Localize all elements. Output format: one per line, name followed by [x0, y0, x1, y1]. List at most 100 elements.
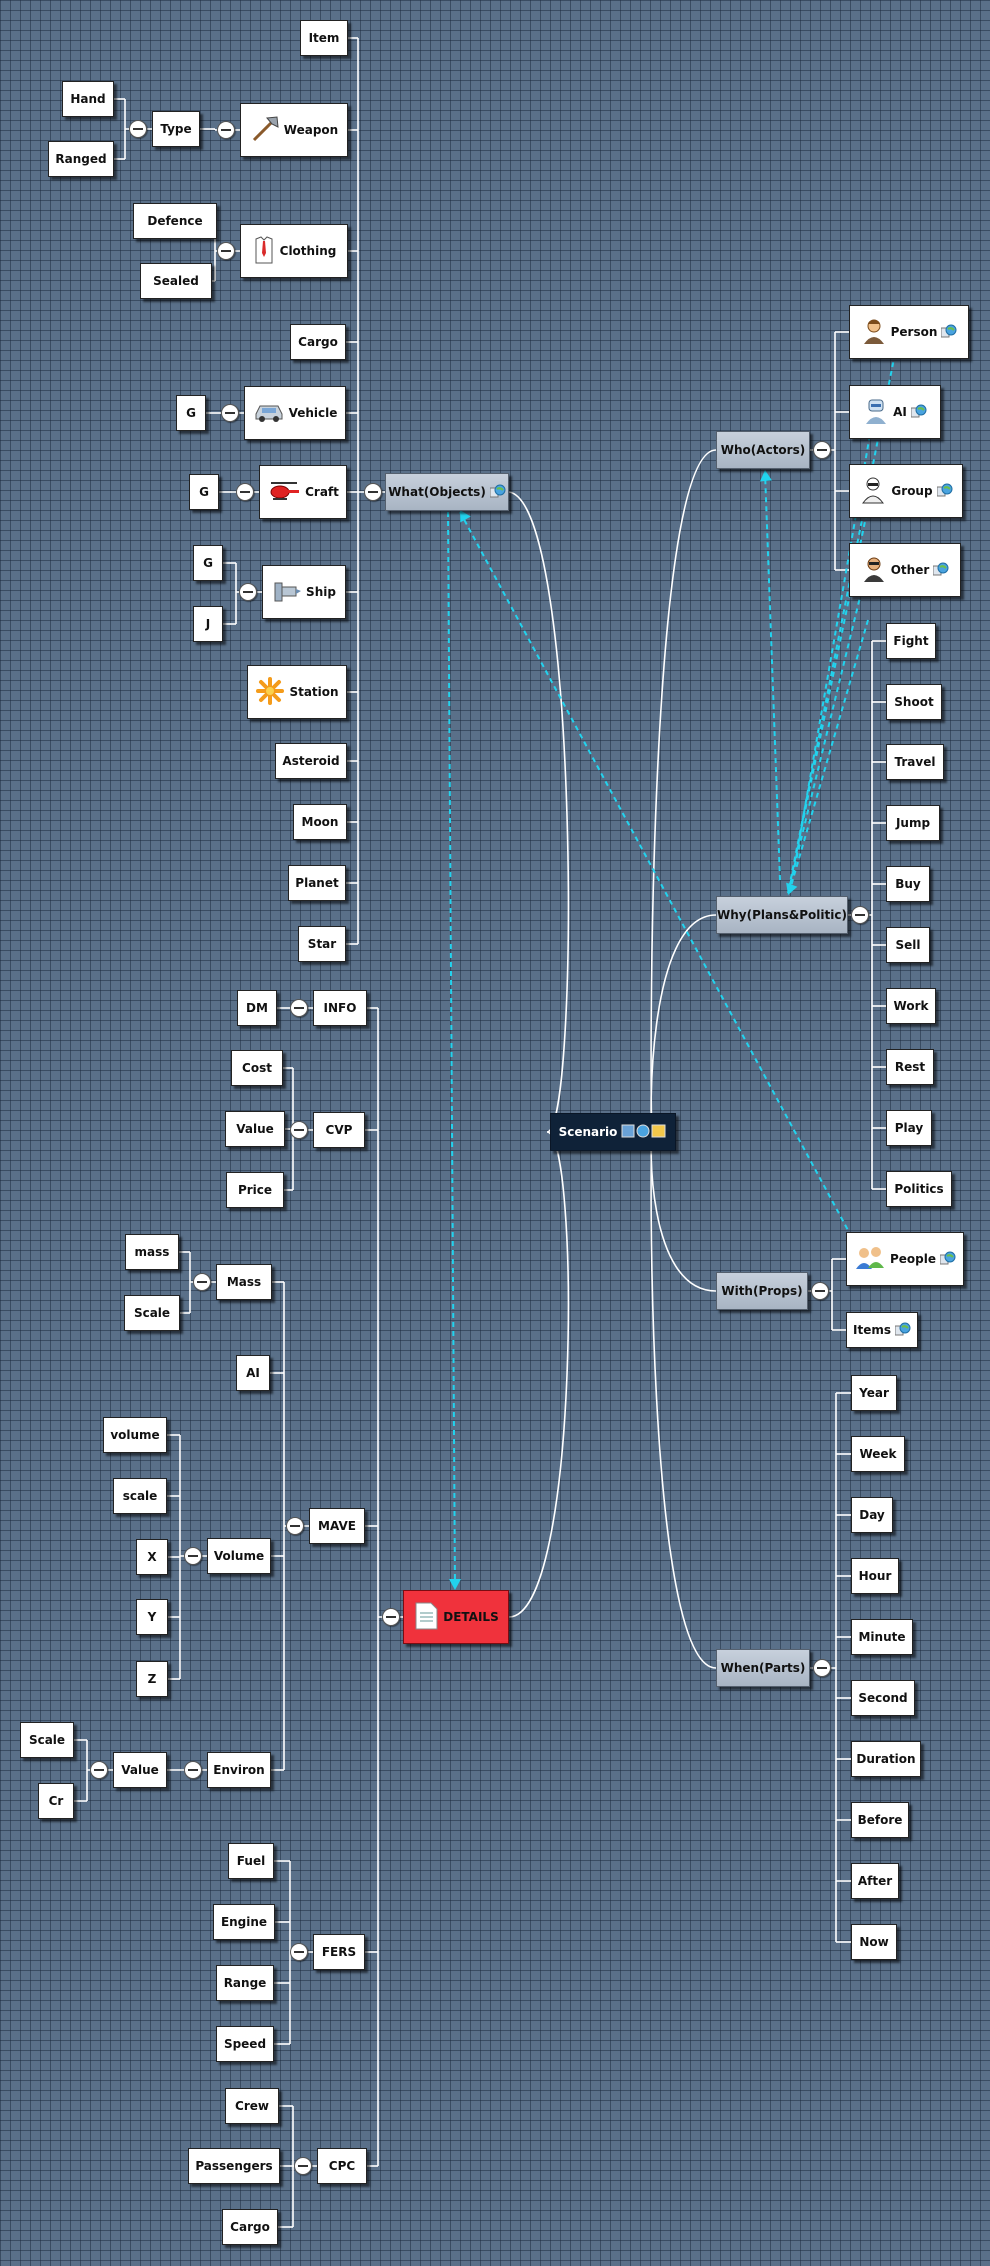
collapse-toggle[interactable]	[290, 999, 308, 1017]
node-what[interactable]: What(Objects)	[385, 473, 509, 511]
collapse-toggle[interactable]	[294, 2157, 312, 2175]
node-station[interactable]: Station	[247, 665, 347, 719]
node-week[interactable]: Week	[851, 1436, 905, 1472]
node-shoot[interactable]: Shoot	[886, 684, 942, 720]
collapse-toggle[interactable]	[129, 120, 147, 138]
node-second[interactable]: Second	[851, 1680, 915, 1716]
collapse-toggle[interactable]	[290, 1121, 308, 1139]
node-ship-g[interactable]: G	[193, 545, 223, 581]
node-vehicle[interactable]: Vehicle	[244, 386, 346, 440]
node-details[interactable]: DETAILS	[403, 1590, 509, 1644]
node-item[interactable]: Item	[300, 20, 348, 56]
node-defence[interactable]: Defence	[133, 203, 217, 239]
node-after[interactable]: After	[851, 1863, 899, 1899]
node-buy[interactable]: Buy	[886, 866, 930, 902]
node-planet[interactable]: Planet	[288, 865, 346, 901]
collapse-toggle[interactable]	[221, 404, 239, 422]
node-hand[interactable]: Hand	[62, 81, 114, 117]
node-fers[interactable]: FERS	[313, 1934, 365, 1970]
collapse-toggle[interactable]	[217, 121, 235, 139]
node-env-value[interactable]: Value	[113, 1752, 167, 1788]
node-when[interactable]: When(Parts)	[716, 1649, 810, 1687]
node-ranged[interactable]: Ranged	[48, 141, 114, 177]
node-other[interactable]: Other	[849, 543, 961, 597]
node-moon[interactable]: Moon	[293, 804, 347, 840]
node-ai[interactable]: AI	[849, 385, 941, 439]
node-ship-j[interactable]: J	[193, 606, 223, 642]
node-items[interactable]: Items	[846, 1312, 918, 1348]
node-cpc[interactable]: CPC	[317, 2148, 367, 2184]
node-politics[interactable]: Politics	[886, 1171, 952, 1207]
node-rest[interactable]: Rest	[886, 1049, 934, 1085]
node-volume[interactable]: Volume	[207, 1538, 271, 1574]
node-y[interactable]: Y	[136, 1599, 168, 1635]
collapse-toggle[interactable]	[236, 483, 254, 501]
collapse-toggle[interactable]	[286, 1517, 304, 1535]
node-info[interactable]: INFO	[313, 990, 367, 1026]
node-asteroid[interactable]: Asteroid	[275, 743, 347, 779]
node-engine[interactable]: Engine	[213, 1904, 275, 1940]
node-cvp[interactable]: CVP	[313, 1112, 365, 1148]
node-travel[interactable]: Travel	[886, 744, 944, 780]
node-sell[interactable]: Sell	[886, 927, 930, 963]
collapse-toggle[interactable]	[811, 1282, 829, 1300]
node-people[interactable]: People	[846, 1232, 964, 1286]
node-mass-scale[interactable]: Scale	[124, 1295, 180, 1331]
node-clothing[interactable]: Clothing	[240, 224, 348, 278]
node-scenario[interactable]: Scenario	[550, 1113, 676, 1151]
node-ship[interactable]: Ship	[262, 565, 346, 619]
node-why[interactable]: Why(Plans&Politic)	[716, 896, 848, 934]
node-z[interactable]: Z	[136, 1661, 168, 1697]
node-cr[interactable]: Cr	[38, 1783, 74, 1819]
node-crew[interactable]: Crew	[225, 2088, 279, 2124]
node-with[interactable]: With(Props)	[716, 1272, 808, 1310]
node-group[interactable]: Group	[849, 464, 963, 518]
node-price[interactable]: Price	[226, 1172, 284, 1208]
collapse-toggle[interactable]	[184, 1547, 202, 1565]
node-star[interactable]: Star	[298, 926, 346, 962]
node-scale-l[interactable]: scale	[113, 1478, 167, 1514]
node-x[interactable]: X	[136, 1539, 168, 1575]
collapse-toggle[interactable]	[217, 242, 235, 260]
node-work[interactable]: Work	[886, 988, 936, 1024]
node-year[interactable]: Year	[851, 1375, 897, 1411]
node-environ[interactable]: Environ	[207, 1752, 271, 1788]
collapse-toggle[interactable]	[90, 1761, 108, 1779]
collapse-toggle[interactable]	[239, 583, 257, 601]
node-now[interactable]: Now	[851, 1924, 897, 1960]
node-who[interactable]: Who(Actors)	[716, 431, 810, 469]
node-play[interactable]: Play	[886, 1110, 932, 1146]
node-fight[interactable]: Fight	[886, 623, 936, 659]
node-cpc-cargo[interactable]: Cargo	[222, 2209, 278, 2245]
node-hour[interactable]: Hour	[851, 1558, 899, 1594]
node-volume-l[interactable]: volume	[103, 1417, 167, 1453]
node-type[interactable]: Type	[152, 111, 200, 147]
collapse-toggle[interactable]	[364, 483, 382, 501]
node-env-scale[interactable]: Scale	[20, 1722, 74, 1758]
collapse-toggle[interactable]	[851, 906, 869, 924]
collapse-toggle[interactable]	[193, 1273, 211, 1291]
node-mass[interactable]: Mass	[216, 1264, 272, 1300]
node-duration[interactable]: Duration	[851, 1741, 921, 1777]
node-vehicle-g[interactable]: G	[176, 395, 206, 431]
node-passengers[interactable]: Passengers	[188, 2148, 280, 2184]
node-cost[interactable]: Cost	[231, 1050, 283, 1086]
node-craft-g[interactable]: G	[189, 474, 219, 510]
node-sealed[interactable]: Sealed	[140, 263, 212, 299]
node-mave[interactable]: MAVE	[309, 1508, 365, 1544]
node-minute[interactable]: Minute	[851, 1619, 913, 1655]
node-jump[interactable]: Jump	[886, 805, 940, 841]
node-craft[interactable]: Craft	[259, 465, 347, 519]
node-range[interactable]: Range	[216, 1965, 274, 2001]
node-dm[interactable]: DM	[237, 990, 277, 1026]
collapse-toggle[interactable]	[813, 441, 831, 459]
node-mass-l[interactable]: mass	[125, 1234, 179, 1270]
node-day[interactable]: Day	[851, 1497, 893, 1533]
node-ai-small[interactable]: AI	[236, 1355, 270, 1391]
node-fuel[interactable]: Fuel	[228, 1843, 274, 1879]
collapse-toggle[interactable]	[184, 1761, 202, 1779]
node-weapon[interactable]: Weapon	[240, 103, 348, 157]
node-speed[interactable]: Speed	[216, 2026, 274, 2062]
node-value[interactable]: Value	[225, 1111, 285, 1147]
node-person[interactable]: Person	[849, 305, 969, 359]
